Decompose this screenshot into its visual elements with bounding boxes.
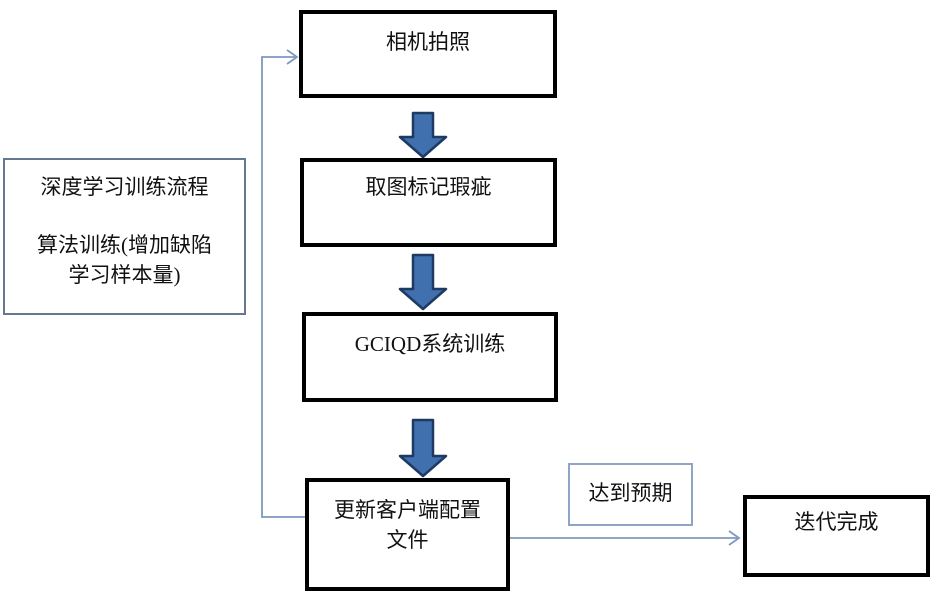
node-system-training-label: GCIQD系统训练 xyxy=(354,332,506,356)
feedback-connector-line xyxy=(261,56,305,518)
node-iteration-done-label: 迭代完成 xyxy=(794,510,879,534)
node-tag-defects-label: 取图标记瑕疵 xyxy=(365,175,492,199)
block-arrow-down-icon xyxy=(398,253,448,311)
side-note-title: 深度学习训练流程 xyxy=(40,175,209,199)
side-note-body-line1: 算法训练(增加缺陷 xyxy=(37,233,212,257)
node-camera: 相机拍照 xyxy=(299,10,557,98)
node-tag-defects: 取图标记瑕疵 xyxy=(300,158,557,247)
block-arrow-down-icon xyxy=(398,418,448,478)
side-note-box: 深度学习训练流程 算法训练(增加缺陷 学习样本量) xyxy=(3,158,246,315)
condition-label-box: 达到预期 xyxy=(568,463,693,526)
success-arrowhead-icon xyxy=(728,530,741,546)
feedback-arrowhead-icon xyxy=(286,49,299,65)
node-system-training: GCIQD系统训练 xyxy=(302,312,558,402)
block-arrow-down-icon xyxy=(398,111,448,159)
node-iteration-done: 迭代完成 xyxy=(743,495,930,577)
side-note-body-line2: 学习样本量) xyxy=(68,263,181,287)
node-update-config-label-line1: 更新客户端配置 xyxy=(334,498,481,522)
node-update-config-label-line2: 文件 xyxy=(386,528,429,552)
condition-label: 达到预期 xyxy=(588,481,673,505)
node-camera-label: 相机拍照 xyxy=(386,30,470,54)
node-update-config: 更新客户端配置 文件 xyxy=(305,478,510,591)
